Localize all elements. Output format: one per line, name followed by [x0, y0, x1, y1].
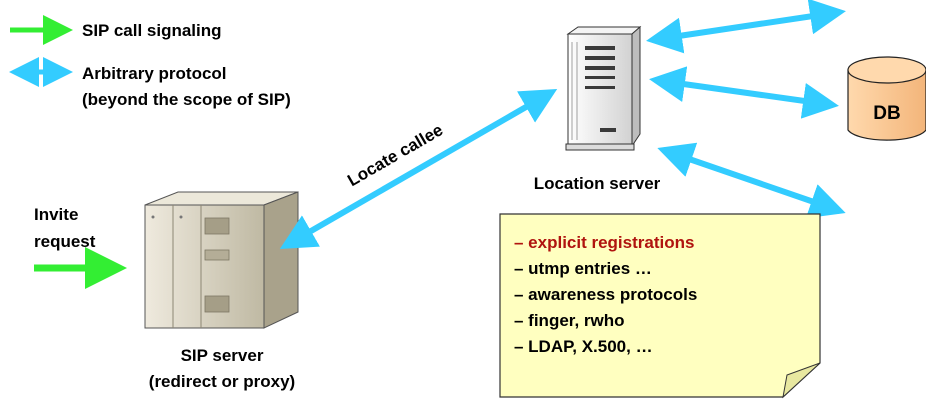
sip-server-label: SIP server — [181, 346, 264, 365]
locate-callee-arrow — [279, 89, 558, 249]
arbitrary-protocol-legend-label: Arbitrary protocol — [82, 64, 227, 83]
sip-server-sublabel: (redirect or proxy) — [149, 372, 295, 391]
arbitrary-protocol-legend-sublabel: (beyond the scope of SIP) — [82, 90, 291, 109]
note-item-utmp-entries: – utmp entries … — [514, 259, 652, 278]
sip-server-icon — [144, 191, 299, 329]
invite-request-label-line2: request — [34, 232, 96, 251]
sip-signaling-legend-label: SIP call signaling — [82, 21, 222, 40]
note-item-awareness-protocols: – awareness protocols — [514, 285, 697, 304]
mechanisms-note: – explicit registrations – utmp entries … — [499, 213, 821, 399]
protocol-arrow-top — [646, 0, 846, 54]
database-label: DB — [873, 103, 900, 124]
database-icon — [847, 56, 926, 141]
legend: SIP call signaling Arbitrary protocol (b… — [8, 15, 291, 109]
protocol-arrow-bottom — [657, 142, 846, 219]
note-item-ldap-x500: – LDAP, X.500, … — [514, 337, 653, 356]
location-server-icon — [565, 25, 642, 151]
location-server-label: Location server — [534, 174, 661, 193]
protocol-arrow-db — [649, 66, 839, 119]
note-item-finger-rwho: – finger, rwho — [514, 311, 625, 330]
note-item-explicit-registrations: – explicit registrations — [514, 233, 694, 252]
invite-request-label-line1: Invite — [34, 205, 78, 224]
